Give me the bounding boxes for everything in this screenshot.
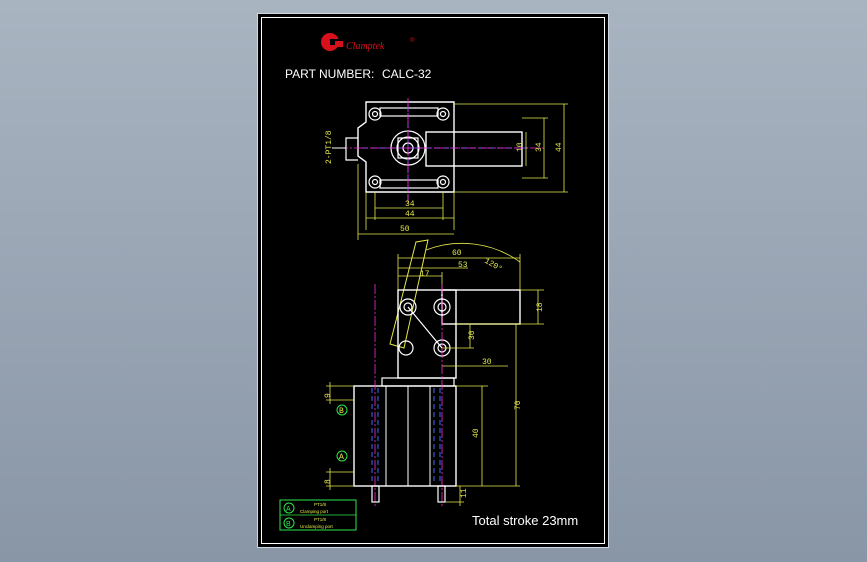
part-number-label: PART NUMBER: <box>285 67 374 81</box>
total-stroke-note: Total stroke 23mm <box>472 513 578 528</box>
clamptek-logo: Clamptek ® <box>321 33 415 52</box>
legend-symbol-a: A <box>286 506 291 513</box>
dim-11: 11 <box>460 488 469 498</box>
dim-angle-120: 120° <box>483 257 504 274</box>
logo-reg: ® <box>410 37 415 44</box>
sheet-border <box>261 17 605 544</box>
legend-symbol-b: B <box>286 521 291 528</box>
dim-44-horizontal: 44 <box>405 210 415 219</box>
dim-34-vertical: 34 <box>535 142 544 152</box>
port-b-label: B <box>339 407 344 416</box>
side-view: 60 53 17 120° 18 <box>324 239 545 506</box>
dim-30-vertical: 30 <box>468 330 477 340</box>
legend-text-a: Clamping port <box>300 509 329 514</box>
dim-17: 17 <box>420 270 430 279</box>
dim-9: 9 <box>324 393 333 398</box>
legend-code-a: PT1/8 <box>314 502 327 507</box>
dim-8: 8 <box>324 479 333 484</box>
logo-text: Clamptek <box>346 41 385 52</box>
drawing-sheet: Clamptek ® PART NUMBER: CALC-32 <box>257 13 609 548</box>
port-legend: A B PT1/8 Clamping port PT1/8 Unclamping… <box>279 499 357 531</box>
dim-70: 70 <box>514 400 523 410</box>
dim-44-vertical: 44 <box>555 142 564 152</box>
port-a-label: A <box>339 453 344 462</box>
top-view: 2-PT1/8 10 34 44 <box>325 98 568 240</box>
dim-18: 18 <box>536 302 545 312</box>
cad-drawing: Clamptek ® PART NUMBER: CALC-32 <box>279 33 578 531</box>
dim-10: 10 <box>516 142 525 152</box>
part-number-value: CALC-32 <box>382 67 432 81</box>
dim-port-label: 2-PT1/8 <box>325 130 334 164</box>
dim-34-horizontal: 34 <box>405 200 415 209</box>
dim-50: 50 <box>400 225 410 234</box>
dim-53: 53 <box>458 261 468 270</box>
dim-60: 60 <box>452 249 462 258</box>
dim-40: 40 <box>472 428 481 438</box>
legend-text-b: Unclamping port <box>300 524 334 529</box>
legend-code-b: PT1/8 <box>314 517 327 522</box>
dim-30-horizontal: 30 <box>482 358 492 367</box>
